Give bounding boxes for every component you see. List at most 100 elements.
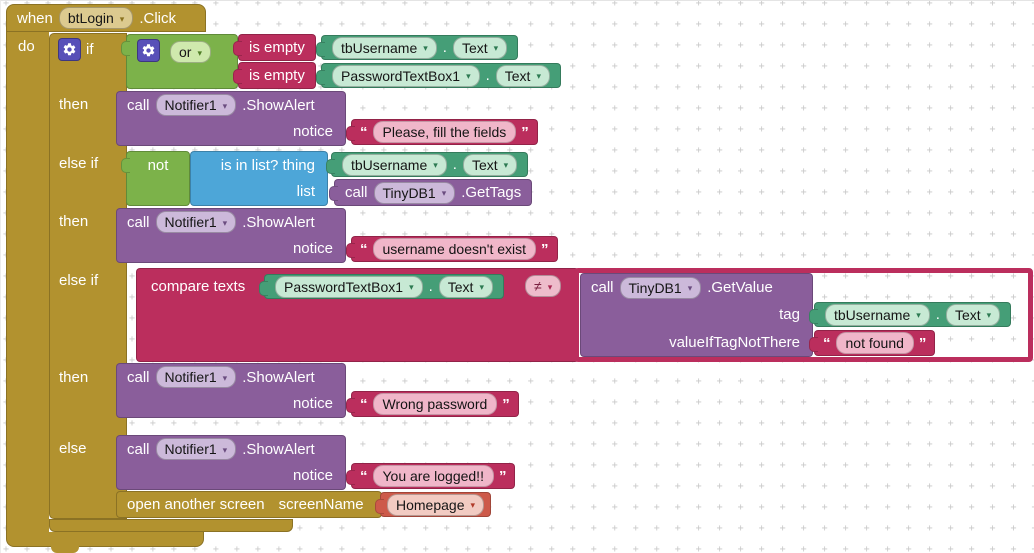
getter-tbusername-text-3[interactable]: tbUsername ▾ . Text ▾ xyxy=(808,302,1012,327)
dropdown-arrow-icon: ▾ xyxy=(916,310,921,320)
string-value-field[interactable]: not found xyxy=(835,332,914,354)
string-value-field[interactable]: You are logged!! xyxy=(372,465,494,487)
call-gettags-block[interactable]: call TinyDB1 ▾ .GetTags xyxy=(328,179,533,206)
property-value: Text xyxy=(471,156,498,173)
then-label-3: then xyxy=(59,369,89,386)
is-in-list-block[interactable]: is in list? thing list xyxy=(190,151,328,206)
component-dropdown[interactable]: tbUsername ▾ xyxy=(825,303,930,326)
property-value: Text xyxy=(504,67,531,84)
property-dropdown[interactable]: Text ▾ xyxy=(462,153,518,176)
property-dropdown[interactable]: Text ▾ xyxy=(945,303,1001,326)
dropdown-arrow-icon: ▾ xyxy=(687,283,693,294)
or-mutator-gear-icon[interactable] xyxy=(137,39,160,62)
dropdown-arrow-icon: ▾ xyxy=(222,444,228,455)
open-another-screen-block[interactable]: open another screen screenName xyxy=(116,491,382,518)
string-block-wrong-password[interactable]: “ Wrong password ” xyxy=(346,391,519,417)
when-block-next-tab xyxy=(51,546,79,553)
component-dropdown[interactable]: tbUsername ▾ xyxy=(332,36,437,59)
string-value-field[interactable]: Wrong password xyxy=(372,393,498,415)
or-operator-dropdown[interactable]: or ▾ xyxy=(170,41,211,63)
string-block-not-found[interactable]: “ not found ” xyxy=(808,330,936,356)
screen-name-value: Homepage xyxy=(396,496,465,513)
property-dropdown[interactable]: Text ▾ xyxy=(452,36,508,59)
dropdown-arrow-icon: ▾ xyxy=(503,160,509,170)
is-in-list-label: is in list? thing xyxy=(220,156,315,174)
property-dropdown[interactable]: Text ▾ xyxy=(438,275,493,298)
when-event-block-header[interactable]: when btLogin ▾ .Click xyxy=(6,4,206,32)
getter-tbusername-text-2[interactable]: tbUsername ▾ . Text ▾ xyxy=(325,152,529,177)
property-value: Text xyxy=(461,39,488,56)
when-block-bottom[interactable] xyxy=(6,532,204,547)
tinydb-value: TinyDB1 xyxy=(628,279,682,296)
dropdown-arrow-icon: ▾ xyxy=(470,500,476,510)
close-quote: ” xyxy=(498,467,507,485)
call-label: call xyxy=(345,184,368,201)
screen-name-dropdown[interactable]: Homepage ▾ xyxy=(387,493,485,516)
compare-operator-dropdown[interactable]: ≠ ▾ xyxy=(525,275,562,297)
notifier-dropdown[interactable]: Notifier1 ▾ xyxy=(155,366,237,389)
open-quote: “ xyxy=(360,395,368,413)
notifier-dropdown[interactable]: Notifier1 ▾ xyxy=(155,211,237,234)
component-dropdown[interactable]: PasswordTextBox1 ▾ xyxy=(332,64,480,87)
if-block-bottom[interactable] xyxy=(49,519,293,532)
dropdown-arrow-icon: ▾ xyxy=(441,188,447,198)
call-showalert-block-3[interactable]: call Notifier1 ▾ .ShowAlert notice xyxy=(116,363,346,418)
tinydb-value: TinyDB1 xyxy=(382,184,436,201)
then-label-1: then xyxy=(59,96,89,113)
dropdown-arrow-icon: ▾ xyxy=(222,217,228,228)
open-screen-label: open another screen xyxy=(127,496,265,513)
string-block-logged-in[interactable]: “ You are logged!! ” xyxy=(345,463,516,489)
call-label: call xyxy=(127,213,150,231)
component-value: PasswordTextBox1 xyxy=(341,67,461,84)
call-showalert-block-2[interactable]: call Notifier1 ▾ .ShowAlert notice xyxy=(116,208,346,263)
property-value: Text xyxy=(954,306,981,323)
method-label: .ShowAlert xyxy=(242,440,315,458)
dropdown-arrow-icon: ▾ xyxy=(222,100,228,111)
tinydb-dropdown[interactable]: TinyDB1 ▾ xyxy=(619,276,702,299)
getter-password-text-1[interactable]: PasswordTextBox1 ▾ . Text ▾ xyxy=(316,63,561,88)
screen-name-block[interactable]: Homepage ▾ xyxy=(374,492,492,517)
call-getvalue-block[interactable]: call TinyDB1 ▾ .GetValue tag valueIfTagN… xyxy=(580,273,813,357)
getter-tbusername-text-1[interactable]: tbUsername ▾ . Text ▾ xyxy=(315,35,519,60)
then-label-2: then xyxy=(59,213,89,230)
dropdown-arrow-icon: ▾ xyxy=(433,160,438,170)
event-component-value: btLogin xyxy=(67,10,114,26)
open-quote: “ xyxy=(823,334,831,352)
is-empty-block-2[interactable]: is empty xyxy=(233,62,316,89)
property-dropdown[interactable]: Text ▾ xyxy=(495,64,550,87)
call-label: call xyxy=(591,279,614,297)
string-value-field[interactable]: username doesn't exist xyxy=(372,238,537,260)
notifier-value: Notifier1 xyxy=(164,369,217,386)
dropdown-arrow-icon: ▾ xyxy=(986,310,992,320)
string-block-username-missing[interactable]: “ username doesn't exist ” xyxy=(346,236,558,262)
when-block-spine[interactable] xyxy=(6,31,49,533)
component-value: PasswordTextBox1 xyxy=(284,278,404,295)
getter-dot: . xyxy=(428,278,433,295)
getter-dot: . xyxy=(485,67,490,84)
getter-password-text-2[interactable]: PasswordTextBox1 ▾ . Text ▾ xyxy=(259,274,504,299)
component-dropdown[interactable]: tbUsername ▾ xyxy=(342,153,447,176)
call-showalert-block-1[interactable]: call Notifier1 ▾ .ShowAlert notice xyxy=(116,91,346,146)
string-value-field[interactable]: Please, fill the fields xyxy=(372,121,517,143)
notifier-dropdown[interactable]: Notifier1 ▾ xyxy=(155,94,237,117)
method-label: .ShowAlert xyxy=(242,96,315,114)
dropdown-arrow-icon: ▾ xyxy=(423,43,428,53)
close-quote: ” xyxy=(541,240,549,258)
string-block-fill-fields[interactable]: “ Please, fill the fields ” xyxy=(346,119,538,145)
dropdown-arrow-icon: ▾ xyxy=(222,372,228,383)
tinydb-dropdown[interactable]: TinyDB1 ▾ xyxy=(373,181,456,204)
dropdown-arrow-icon: ▾ xyxy=(119,13,125,24)
call-showalert-block-4[interactable]: call Notifier1 ▾ .ShowAlert notice xyxy=(116,435,346,490)
dropdown-arrow-icon: ▾ xyxy=(409,282,414,292)
call-label: call xyxy=(127,368,150,386)
component-dropdown[interactable]: PasswordTextBox1 ▾ xyxy=(275,275,423,298)
notifier-dropdown[interactable]: Notifier1 ▾ xyxy=(155,438,237,461)
not-block[interactable]: not xyxy=(121,151,190,206)
if-block-spine[interactable] xyxy=(49,33,127,519)
do-label: do xyxy=(18,38,35,55)
event-component-dropdown[interactable]: btLogin ▾ xyxy=(58,7,134,29)
component-value: tbUsername xyxy=(341,39,418,56)
is-empty-block-1[interactable]: is empty xyxy=(233,34,316,61)
if-mutator-gear-icon[interactable] xyxy=(58,38,81,61)
